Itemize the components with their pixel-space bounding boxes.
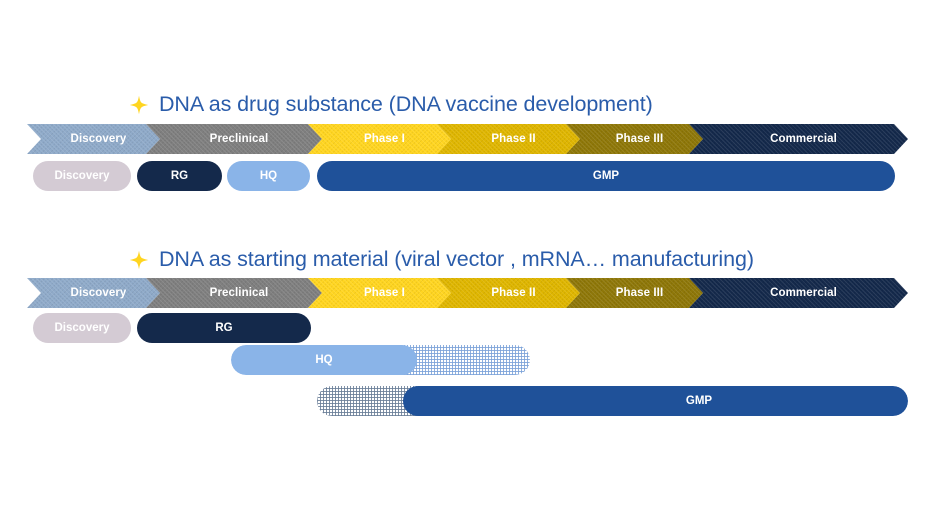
stage-chevron-label: Preclinical: [209, 133, 269, 145]
section-title: DNA as drug substance (DNA vaccine devel…: [159, 92, 653, 116]
stage-chevron-preclinical[interactable]: Preclinical: [146, 124, 322, 154]
stage-chevron-phase-ii[interactable]: Phase II: [437, 278, 580, 308]
sparkle-icon: [129, 250, 149, 269]
stage-chevron-label: Phase I: [364, 133, 405, 145]
capability-bar-label: GMP: [592, 170, 620, 182]
stage-chevron-row-starting-material: Discovery Preclinical Phase I Phase II P…: [0, 278, 936, 308]
capability-bar-discovery[interactable]: Discovery: [33, 313, 131, 343]
capability-bar-label: Discovery: [54, 322, 110, 334]
stage-chevron-label: Discovery: [70, 133, 127, 145]
capability-bar-label: RG: [215, 322, 233, 334]
capability-bar-hq[interactable]: HQ: [231, 345, 530, 375]
stage-chevron-phase-ii[interactable]: Phase II: [437, 124, 580, 154]
stage-chevron-discovery[interactable]: Discovery: [27, 278, 160, 308]
stage-chevron-label: Discovery: [70, 287, 127, 299]
capability-bar-gmp[interactable]: GMP: [317, 161, 895, 191]
capability-bar-gmp-solid: [403, 386, 908, 416]
stage-chevron-label: Preclinical: [209, 287, 269, 299]
stage-chevron-label: Phase II: [491, 133, 536, 145]
capability-bar-discovery[interactable]: Discovery: [33, 161, 131, 191]
capability-bar-rg[interactable]: RG: [137, 161, 222, 191]
capability-bar-label: Discovery: [54, 170, 110, 182]
sparkle-icon: [129, 95, 149, 114]
stage-chevron-label: Commercial: [770, 133, 837, 145]
stage-chevron-phase-iii[interactable]: Phase III: [566, 278, 703, 308]
capability-bar-rg[interactable]: RG: [137, 313, 311, 343]
stage-chevron-commercial[interactable]: Commercial: [689, 278, 908, 308]
capability-bar-label: HQ: [259, 170, 278, 182]
capability-bar-label: HQ: [315, 354, 333, 366]
stage-chevron-label: Phase III: [615, 287, 664, 299]
section-title: DNA as starting material (viral vector ,…: [159, 247, 754, 271]
stage-chevron-phase-i[interactable]: Phase I: [308, 124, 451, 154]
stage-chevron-discovery[interactable]: Discovery: [27, 124, 160, 154]
stage-chevron-commercial[interactable]: Commercial: [689, 124, 908, 154]
capability-bar-hq[interactable]: HQ: [227, 161, 310, 191]
stage-chevron-label: Commercial: [770, 287, 837, 299]
stage-chevron-row-drug-substance: Discovery Preclinical Phase I Phase II P…: [0, 124, 936, 154]
section-heading-starting-material: DNA as starting material (viral vector ,…: [129, 247, 754, 272]
stage-chevron-phase-iii[interactable]: Phase III: [566, 124, 703, 154]
stage-chevron-label: Phase II: [491, 287, 536, 299]
stage-chevron-label: Phase I: [364, 287, 405, 299]
capability-bar-gmp[interactable]: GMP: [317, 386, 908, 416]
stage-chevron-phase-i[interactable]: Phase I: [308, 278, 451, 308]
capability-bar-label: RG: [170, 170, 189, 182]
stage-chevron-label: Phase III: [615, 133, 664, 145]
section-heading-drug-substance: DNA as drug substance (DNA vaccine devel…: [129, 92, 653, 117]
stage-chevron-preclinical[interactable]: Preclinical: [146, 278, 322, 308]
capability-bar-hq-solid: [231, 345, 417, 375]
capability-bar-label: GMP: [685, 395, 713, 407]
